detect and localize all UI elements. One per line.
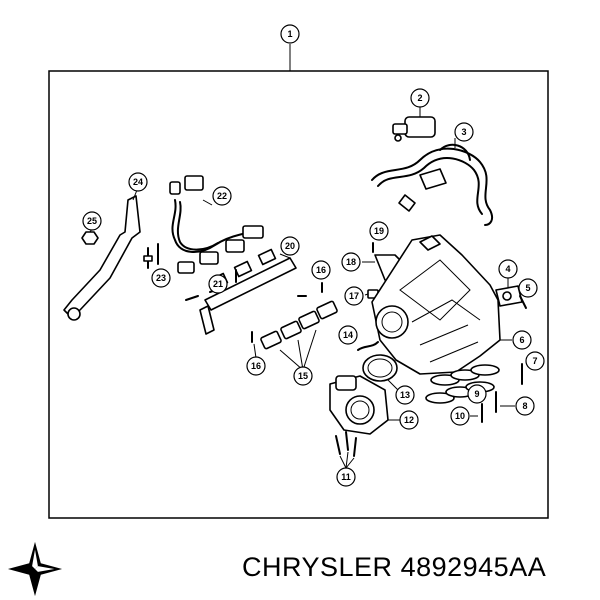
callout-14: 14 [338,325,358,345]
svg-text:19: 19 [374,226,384,236]
part-23-studs [143,243,159,269]
footer-part-label: CHRYSLER 4892945AA [242,552,546,583]
callout-12: 12 [399,410,419,430]
callout-23: 23 [151,268,171,288]
part-14-gasket [357,341,379,351]
chrysler-pentastar-icon [7,541,63,597]
callout-11: 11 [336,467,356,487]
svg-text:11: 11 [341,472,351,482]
callout-6: 6 [512,330,532,350]
part-12-throttle-body [329,375,400,435]
part-25-nut [81,228,99,245]
part-10-bolt [470,403,483,423]
svg-text:23: 23 [156,273,166,283]
part-22-harness [169,175,264,274]
part-5-screw [519,295,527,309]
callout-22: 22 [212,186,232,206]
callout-21: 21 [208,274,228,294]
part-number: 4892945AA [400,552,547,582]
svg-text:13: 13 [400,390,410,400]
callout-19: 19 [369,221,389,241]
part-13-gasket-ring [362,354,401,393]
callout-16-upper: 16 [311,260,331,280]
callout-1: 1 [280,24,300,44]
svg-text:9: 9 [474,389,479,399]
svg-text:4: 4 [505,264,510,274]
callout-16-lower: 16 [246,356,266,376]
callout-7: 7 [525,351,545,371]
callout-25: 25 [82,211,102,231]
brand-name: CHRYSLER [242,552,393,582]
svg-text:15: 15 [298,371,308,381]
callout-20: 20 [280,236,300,256]
callout-9: 9 [467,384,487,404]
callout-10: 10 [450,406,470,426]
part-2-sensor [392,106,436,142]
callout-15: 15 [293,366,313,386]
svg-text:18: 18 [346,257,356,267]
part-3-hose [371,138,494,226]
part-16-seals [251,282,323,359]
svg-text:17: 17 [349,291,359,301]
callout-3: 3 [454,122,474,142]
part-4-valve [495,278,523,307]
svg-text:10: 10 [455,411,465,421]
callout-8: 8 [515,396,535,416]
callout-5: 5 [518,278,538,298]
callout-24: 24 [128,172,148,192]
part-8-bolt [495,391,515,413]
svg-text:8: 8 [522,401,527,411]
callout-13: 13 [395,385,415,405]
svg-text:1: 1 [287,29,292,39]
callout-18: 18 [341,252,361,272]
svg-text:3: 3 [461,127,466,137]
part-6-intake-manifold [371,234,512,375]
svg-text:22: 22 [217,191,227,201]
part-24-bracket [63,189,141,321]
svg-text:20: 20 [285,241,295,251]
svg-text:2: 2 [417,93,422,103]
callout-17: 17 [344,286,364,306]
part-15-injectors [260,300,338,371]
callout-2: 2 [410,88,430,108]
callout-4: 4 [498,259,518,279]
svg-text:25: 25 [87,216,97,226]
svg-text:16: 16 [316,265,326,275]
svg-text:12: 12 [404,415,414,425]
svg-text:21: 21 [213,279,223,289]
part-11-bolts [335,431,357,469]
svg-text:14: 14 [343,330,353,340]
svg-text:16: 16 [251,361,261,371]
svg-text:24: 24 [133,177,143,187]
svg-text:6: 6 [519,335,524,345]
svg-text:5: 5 [525,283,530,293]
diagram-frame [48,70,549,519]
svg-text:7: 7 [532,356,537,366]
